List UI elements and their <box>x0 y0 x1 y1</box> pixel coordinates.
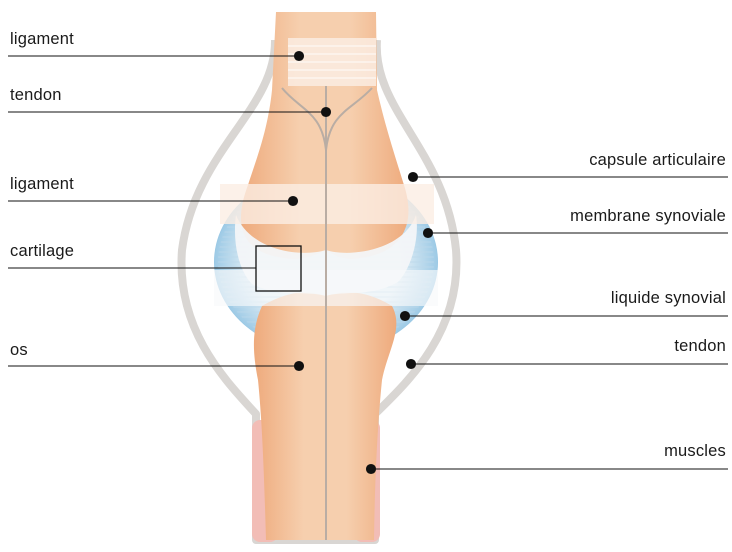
label-os: os <box>10 342 28 359</box>
label-ligament-top: ligament <box>10 31 74 48</box>
label-tendon-top: tendon <box>10 87 62 104</box>
label-liquide-synovial: liquide synovial <box>611 290 726 307</box>
label-tendon-bottom: tendon <box>674 338 726 355</box>
label-capsule-articulaire: capsule articulaire <box>589 152 726 169</box>
label-cartilage: cartilage <box>10 243 74 260</box>
label-membrane-synoviale: membrane synoviale <box>570 208 726 225</box>
label-muscles: muscles <box>664 443 726 460</box>
label-ligament-mid: ligament <box>10 176 74 193</box>
